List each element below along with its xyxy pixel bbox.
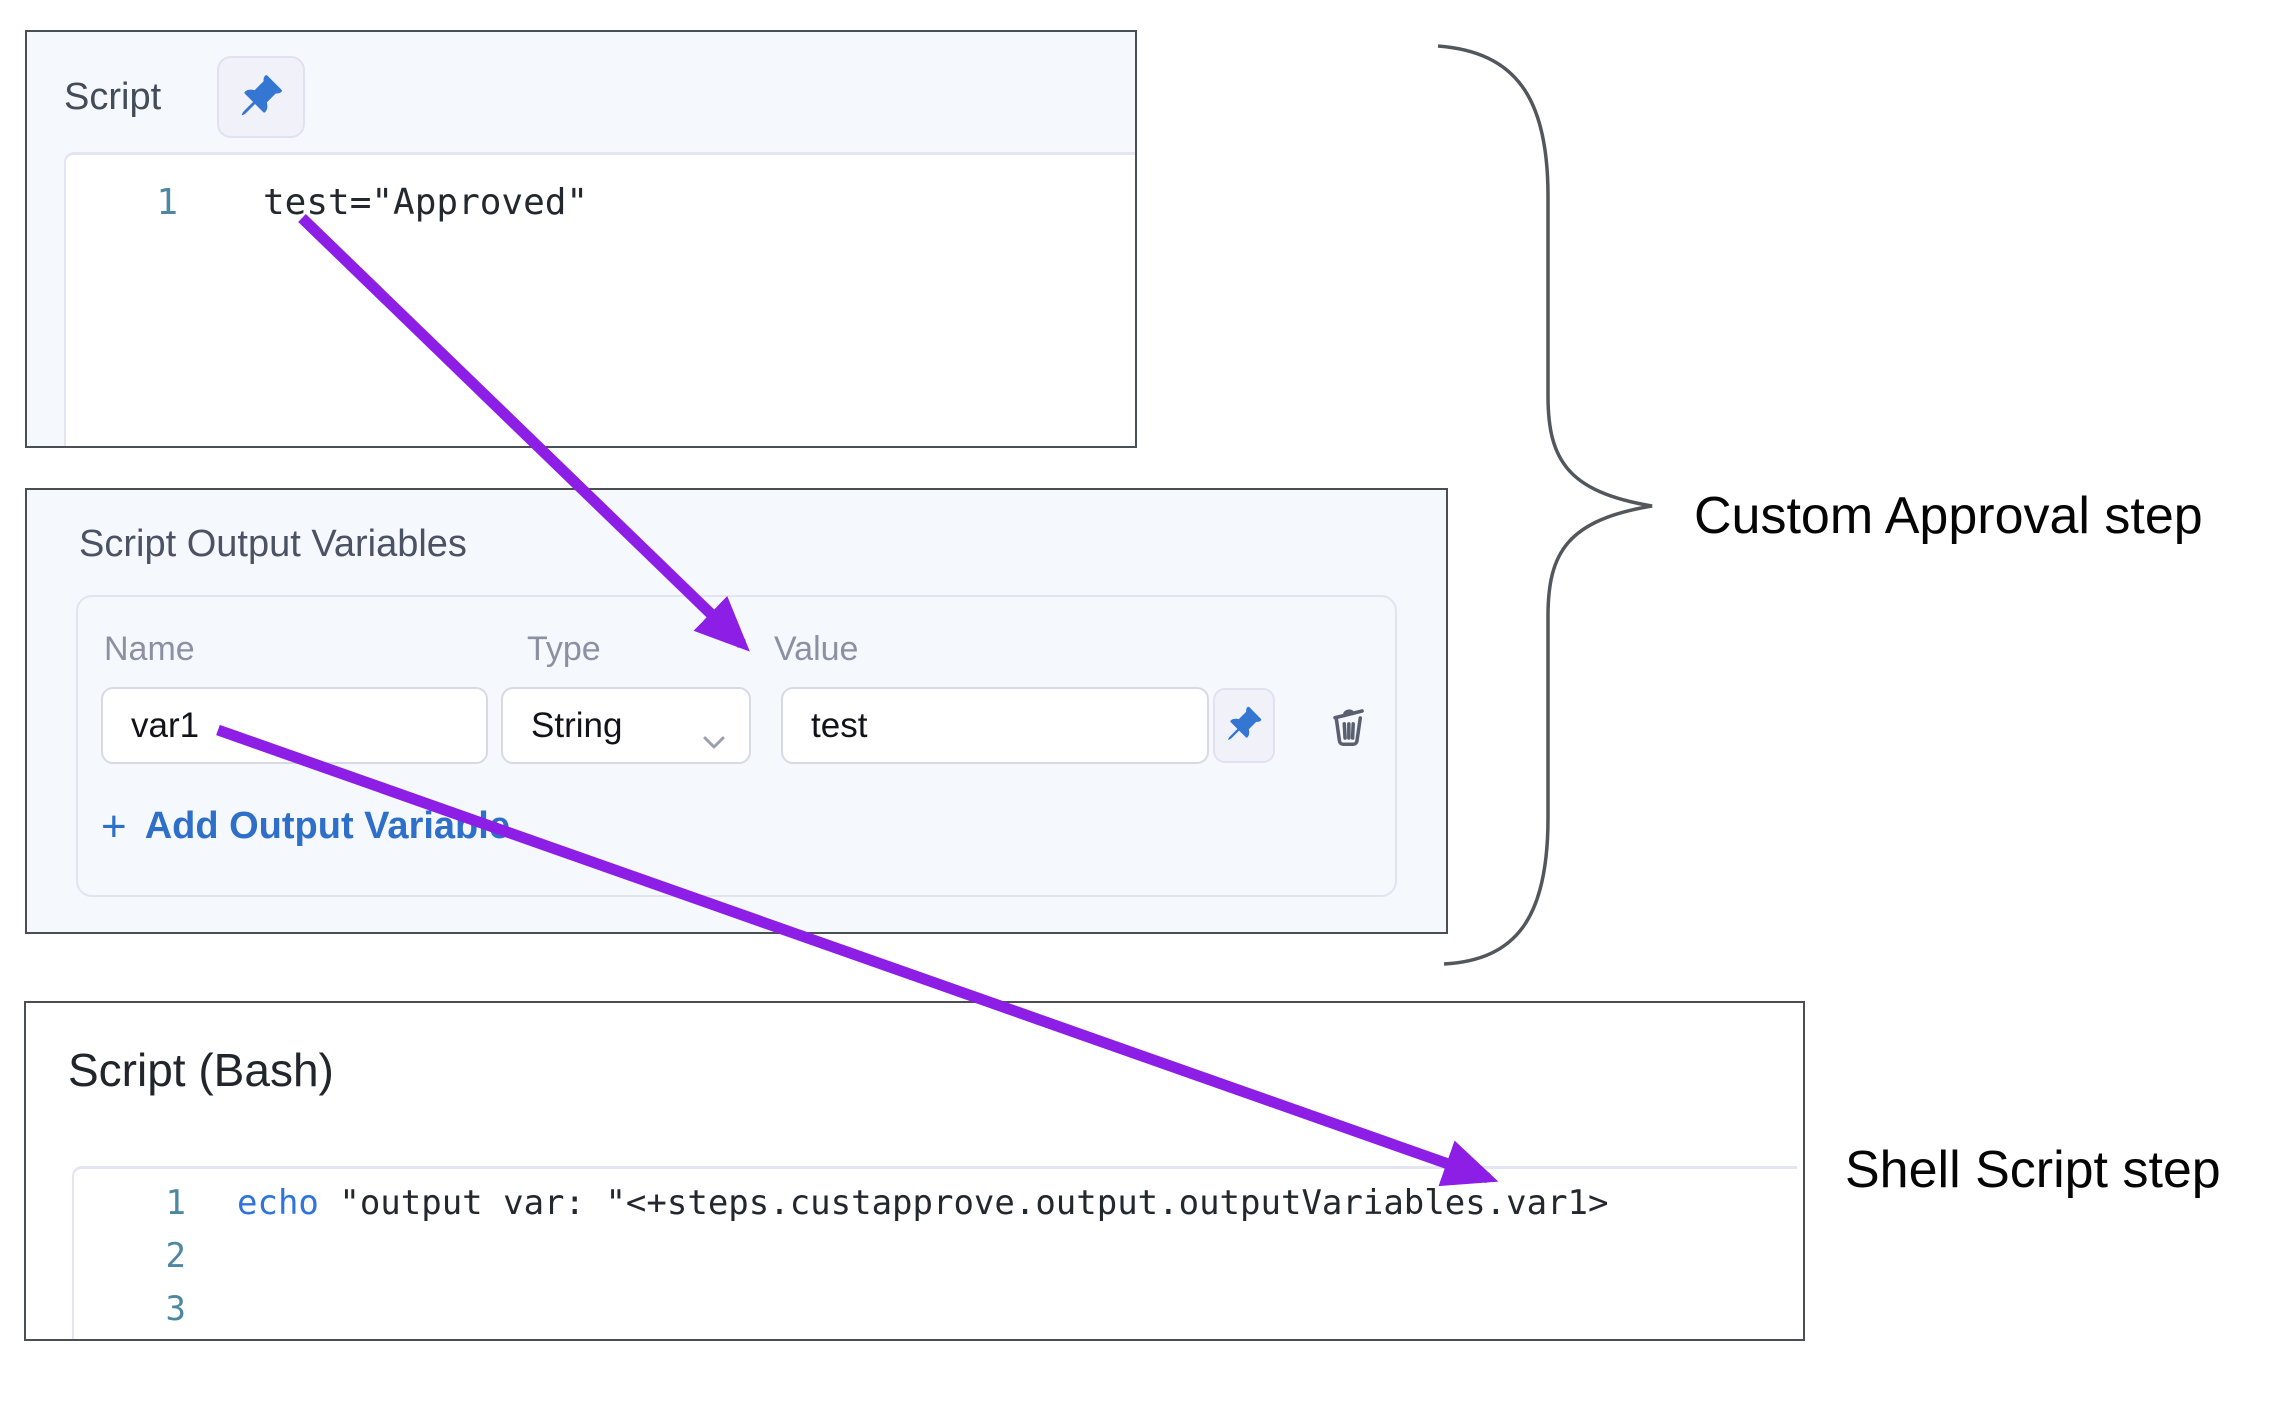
pushpin-icon	[238, 73, 284, 122]
shell-code-editor[interactable]: 1 echo "output var: "<+steps.custapprove…	[72, 1166, 1797, 1339]
script-panel-title: Script	[64, 76, 162, 118]
code-line: 1 test="Approved"	[66, 155, 1135, 225]
script-code-editor[interactable]: 1 test="Approved"	[64, 152, 1135, 446]
line-number: 3	[165, 1289, 186, 1329]
line-number: 1	[156, 182, 178, 223]
output-variables-title: Script Output Variables	[79, 523, 467, 565]
variable-type-select[interactable]: String	[501, 687, 751, 764]
line-number: 1	[165, 1183, 186, 1223]
echo-keyword: echo	[237, 1183, 319, 1223]
variable-type-value: String	[531, 705, 623, 745]
code-line-text: test="Approved"	[263, 182, 589, 223]
code-line-text: echo "output var: "<+steps.custapprove.o…	[237, 1177, 1608, 1230]
line-number: 2	[165, 1236, 186, 1276]
script-panel: Script 1 test="Approved"	[25, 30, 1137, 448]
plus-icon: +	[101, 801, 127, 851]
shell-script-step-label: Shell Script step	[1845, 1141, 2221, 1199]
column-header-value: Value	[774, 630, 859, 668]
custom-approval-step-label: Custom Approval step	[1694, 487, 2203, 545]
trash-icon	[1323, 695, 1373, 754]
shell-script-panel: Script (Bash) 1 echo "output var: "<+ste…	[24, 1001, 1805, 1341]
curly-brace	[1437, 44, 1653, 966]
variable-value-input[interactable]: test	[781, 687, 1209, 764]
variable-name-input[interactable]: var1	[101, 687, 488, 764]
shell-script-panel-title: Script (Bash)	[68, 1044, 334, 1096]
chevron-down-icon	[701, 720, 727, 760]
add-output-variable-label: Add Output Variable	[144, 805, 510, 847]
variable-value-text: test	[811, 705, 868, 745]
echo-arguments: "output var: "<+steps.custapprove.output…	[318, 1183, 1609, 1223]
output-variables-panel: Script Output Variables Name Type Value …	[25, 488, 1448, 934]
variables-card: Name Type Value var1 String test	[76, 595, 1397, 897]
add-output-variable-button[interactable]: + Add Output Variable	[101, 801, 510, 851]
code-line: 1 echo "output var: "<+steps.custapprove…	[74, 1169, 1797, 1230]
code-line: 2	[74, 1230, 1797, 1283]
pin-button[interactable]	[217, 56, 305, 138]
variable-name-value: var1	[131, 705, 200, 745]
code-line: 3	[74, 1283, 1797, 1336]
column-header-type: Type	[527, 630, 601, 668]
delete-variable-button[interactable]	[1322, 694, 1374, 754]
pushpin-icon	[1225, 705, 1263, 746]
column-header-name: Name	[104, 630, 195, 668]
value-pin-button[interactable]	[1213, 688, 1275, 763]
